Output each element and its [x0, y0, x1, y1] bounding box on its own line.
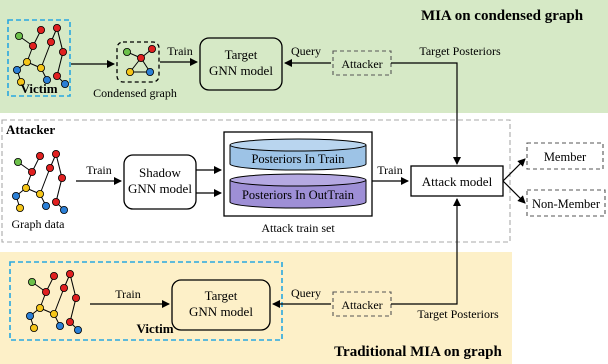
top-panel-title: MIA on condensed graph — [421, 8, 584, 24]
shadow-gnn-line2: GNN model — [128, 181, 192, 196]
posteriors-in-train-cylinder — [229, 138, 367, 171]
victim-box-top — [7, 19, 71, 97]
target-gnn-top-line2: GNN model — [209, 63, 273, 78]
train-label-middle-left: Train — [86, 163, 112, 177]
attack-train-set-label: Attack train set — [261, 221, 335, 235]
graph-data-label: Graph data — [12, 217, 66, 231]
target-gnn-top-line1: Target — [225, 47, 258, 62]
top-panel-bg — [0, 0, 608, 113]
condensed-graph-icon — [123, 45, 156, 77]
member-box — [526, 142, 604, 170]
victim-box-bottom — [9, 261, 283, 341]
condensed-graph-box — [116, 41, 160, 83]
posteriors-in-outtrain-label: Posteriors In OutTrain — [242, 188, 355, 202]
shadow-gnn-line1: Shadow — [139, 165, 182, 180]
target-gnn-box-top — [199, 37, 283, 91]
target-gnn-bottom-line1: Target — [205, 288, 238, 303]
attacker-label-top: Attacker — [341, 57, 382, 71]
query-label-bottom: Query — [291, 286, 321, 300]
attack-train-set-box — [223, 131, 373, 217]
non-member-label: Non-Member — [532, 197, 601, 211]
query-label-top: Query — [291, 44, 321, 58]
member-label: Member — [544, 150, 587, 164]
target-gnn-box-bottom — [171, 279, 271, 331]
non-member-box — [526, 189, 606, 217]
condensed-graph-label: Condensed graph — [93, 86, 177, 100]
shadow-gnn-box — [123, 154, 197, 210]
bottom-panel-title: Traditional MIA on graph — [334, 344, 502, 360]
target-gnn-bottom-line2: GNN model — [189, 304, 253, 319]
train-label-top: Train — [167, 44, 193, 58]
train-label-middle-right: Train — [377, 163, 403, 177]
train-label-bottom: Train — [115, 287, 141, 301]
posteriors-in-train-label: Posteriors In Train — [251, 152, 345, 166]
bottom-panel-bg — [0, 252, 512, 364]
victim-label-bottom: Victim — [136, 321, 173, 336]
attacker-label-bottom: Attacker — [341, 298, 382, 312]
target-posteriors-top: Target Posteriors — [419, 44, 501, 58]
attacker-panel-title: Attacker — [6, 122, 55, 137]
graph-data-icon — [11, 149, 69, 215]
posteriors-in-outtrain-cylinder — [229, 173, 367, 209]
victim-label-top: Victim — [20, 81, 57, 96]
target-posteriors-bottom: Target Posteriors — [417, 307, 499, 321]
attacker-panel — [1, 119, 511, 243]
attack-model-label: Attack model — [422, 174, 493, 189]
